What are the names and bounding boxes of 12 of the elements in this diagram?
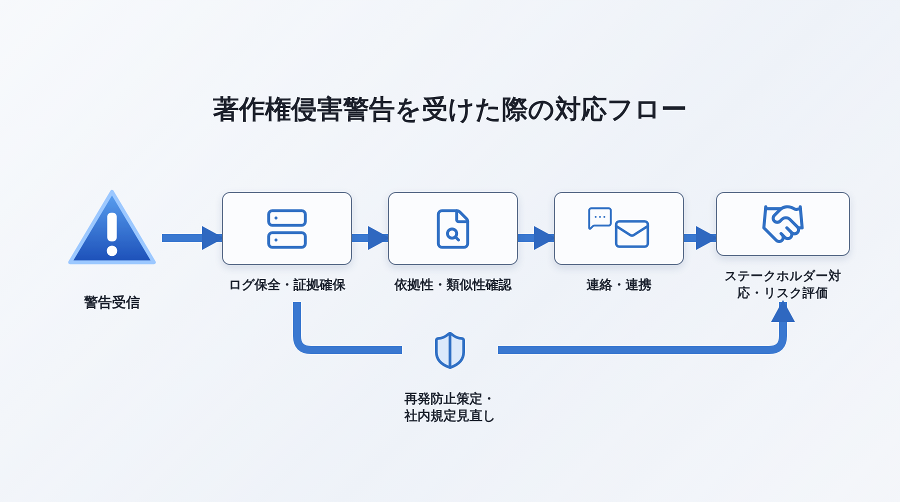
flow-arrow (684, 226, 718, 250)
flow-arrow (498, 300, 795, 354)
step-label: ログ保全・証拠確保 (228, 277, 346, 295)
flow-arrow (162, 226, 224, 250)
step-label: 依拠性・類似性確認 (394, 277, 512, 295)
flow-arrow (518, 226, 556, 250)
step-label: 連絡・連携 (586, 277, 652, 295)
title: 著作権侵害警告を受けた際の対応フロー (213, 94, 687, 127)
step-label: 再発防止策定・社内規定見直し (403, 390, 496, 426)
flow-arrow (352, 226, 390, 250)
step-label: ステークホルダー対応・リスク評価 (724, 268, 842, 302)
step-label: 警告受信 (84, 294, 140, 313)
